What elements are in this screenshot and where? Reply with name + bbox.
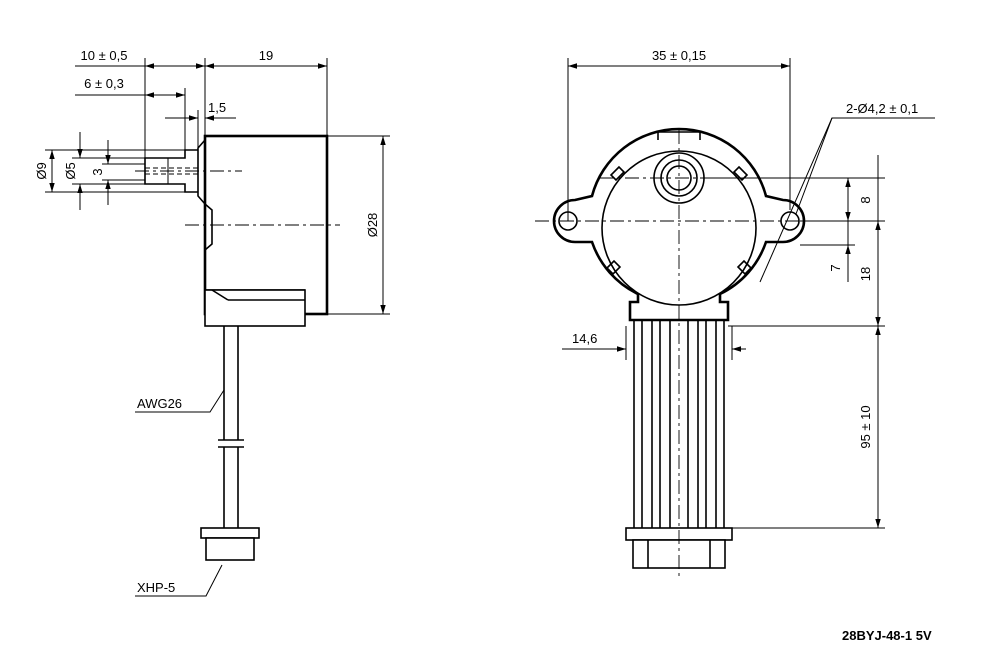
- dim-shaft-diameter-label: Ø9: [34, 162, 49, 179]
- dim-wire-bundle-width: 14,6: [562, 326, 746, 360]
- dim-body-length: 19: [204, 48, 328, 136]
- cable-side: [200, 326, 260, 561]
- side-view: 19 10 ± 0,5 6 ± 0,3 1,5 Ø9: [34, 48, 390, 597]
- dim-shaft-offset-label: 8: [858, 196, 873, 203]
- wire-bundle: [633, 320, 725, 528]
- label-wire: AWG26: [135, 389, 225, 413]
- dim-shaft-length: 10 ± 0,5: [75, 48, 205, 158]
- dim-center-to-base-label: 18: [858, 267, 873, 281]
- front-view: 35 ± 0,15 2-Ø4,2 ± 0,1 8 7 18: [535, 48, 935, 580]
- dim-wire-length-label: 95 ± 10: [858, 405, 873, 448]
- dim-flat-width-label: 3: [90, 168, 105, 175]
- dim-body-diameter: Ø28: [327, 135, 390, 315]
- label-mount-holes: 2-Ø4,2 ± 0,1: [759, 101, 935, 283]
- dim-shaft-offset: 8: [704, 177, 885, 222]
- dim-hole-spacing: 35 ± 0,15: [567, 48, 791, 221]
- dim-center-to-base: 18: [728, 155, 885, 327]
- motor-body-side: [197, 134, 329, 327]
- connector-type-label: XHP-5: [137, 580, 175, 595]
- dim-flat-width: 3: [90, 140, 145, 205]
- label-connector: XHP-5: [135, 564, 223, 597]
- wire-gauge-label: AWG26: [137, 396, 182, 411]
- dim-hole-offset-label: 7: [828, 264, 843, 271]
- dim-flat-length-label: 6 ± 0,3: [84, 76, 124, 91]
- dim-shaft-inner-diameter-label: Ø5: [63, 162, 78, 179]
- dim-shaft-length-label: 10 ± 0,5: [81, 48, 128, 63]
- dim-body-diameter-label: Ø28: [365, 213, 380, 238]
- dim-wire-bundle-width-label: 14,6: [572, 331, 597, 346]
- mount-holes-label: 2-Ø4,2 ± 0,1: [846, 101, 918, 116]
- dim-hole-spacing-label: 35 ± 0,15: [652, 48, 706, 63]
- dim-wire-length: 95 ± 10: [732, 326, 885, 529]
- dim-body-length-label: 19: [259, 48, 273, 63]
- dim-flat-length: 6 ± 0,3: [75, 76, 186, 150]
- dim-hole-offset: 7: [800, 221, 855, 282]
- model-title: 28BYJ-48-1 5V: [842, 628, 932, 643]
- dim-flange-offset-label: 1,5: [208, 100, 226, 115]
- dim-flange-offset: 1,5: [165, 100, 236, 148]
- dim-shaft-diameter: Ø9: [34, 149, 185, 193]
